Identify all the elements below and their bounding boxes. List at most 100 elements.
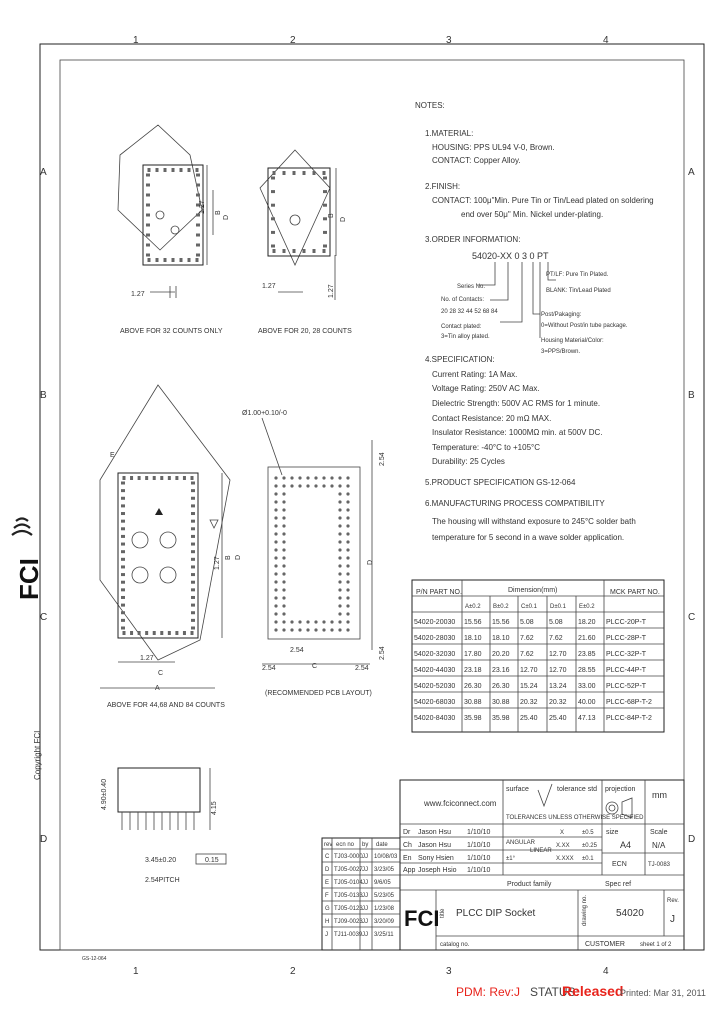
pcb-hole xyxy=(274,492,278,496)
pcb-hole xyxy=(346,532,350,536)
table-cell-a: 17.80 xyxy=(464,651,482,658)
title-title-val: PLCC DIP Socket xyxy=(456,908,536,919)
pcb-hole xyxy=(282,580,286,584)
pcb-hole xyxy=(346,564,350,568)
v3-dim-d: D xyxy=(235,555,242,560)
pcb-hole xyxy=(346,580,350,584)
pcb-hole xyxy=(346,484,350,488)
footer-pdm: PDM: Rev:J xyxy=(456,985,520,999)
pin xyxy=(137,476,141,480)
pcb-hole xyxy=(322,628,326,632)
pin xyxy=(121,512,125,516)
pin xyxy=(282,249,286,253)
pcb-dim-254-mid: 2.54 xyxy=(290,647,304,654)
table-cell-pn: 54020-84030 xyxy=(414,715,455,722)
footer-status-val: Released xyxy=(562,983,623,999)
side-view: 4.90±0.40 4.15 3.45±0.20 0.15 2.54PITCH xyxy=(101,767,227,884)
v2-dim-127: 1.27 xyxy=(328,284,335,298)
v1-dim-b: B xyxy=(215,210,222,215)
rev-cell-ecn: TJ09-0023 xyxy=(334,919,363,925)
table-cell-e: 18.20 xyxy=(578,619,596,626)
pcb-hole xyxy=(274,612,278,616)
pcb-hole xyxy=(306,628,310,632)
table-cell-c: 15.24 xyxy=(520,683,538,690)
pin xyxy=(191,512,195,516)
rev-cell-rev: F xyxy=(325,893,329,899)
title-scale-val: N/A xyxy=(652,841,666,850)
socket-view-32: 1.27 B D 1.27 ABOVE FOR 32 COUNTS ONLY xyxy=(117,124,230,335)
rev-cell-rev: D xyxy=(325,867,330,873)
pin xyxy=(121,527,125,531)
title-ch: Ch xyxy=(403,842,412,849)
pcb-hole xyxy=(346,612,350,616)
pcb-hole xyxy=(282,492,286,496)
title-tv2: ±0.25 xyxy=(582,843,598,849)
notes-finish-line1: CONTACT: 100μ"Min. Pure Tin or Tin/Lead … xyxy=(432,196,654,205)
pin xyxy=(147,168,151,172)
pcb-hole xyxy=(346,604,350,608)
pcb-hole xyxy=(306,484,310,488)
pcb-hole xyxy=(314,476,318,480)
pin xyxy=(302,249,306,253)
side-dim-415: 4.15 xyxy=(211,801,218,815)
pcb-hole xyxy=(282,572,286,576)
table-cell-e: 21.60 xyxy=(578,635,596,642)
rev-cell-ecn: TJ05-0123 xyxy=(334,906,363,912)
pcb-hole xyxy=(338,604,342,608)
pin xyxy=(146,243,150,247)
pin xyxy=(130,476,134,480)
rev-cell-by: JJ xyxy=(362,919,368,925)
pin xyxy=(187,168,191,172)
pin xyxy=(146,213,150,217)
pcb-hole xyxy=(346,540,350,544)
table-cell-pn: 54020-20030 xyxy=(414,619,455,626)
grid-col-labels-bottom: 1 2 3 4 xyxy=(133,966,609,977)
pcb-hole xyxy=(282,548,286,552)
table-cell-c: 7.62 xyxy=(520,635,534,642)
pcb-hole xyxy=(274,604,278,608)
rev-head-rev: rev xyxy=(324,842,332,848)
pin xyxy=(146,203,150,207)
pcb-caption: (RECOMMENDED PCB LAYOUT) xyxy=(265,690,372,697)
table-cell-pn: 54020-68030 xyxy=(414,699,455,706)
pin xyxy=(121,496,125,500)
pcb-hole xyxy=(338,588,342,592)
rev-cell-by: JJ xyxy=(362,893,368,899)
table-cell-e: 40.00 xyxy=(578,699,596,706)
pcb-hole xyxy=(330,484,334,488)
table-cell-mck: PLCC-84P-T-2 xyxy=(606,715,652,722)
title-app: App xyxy=(403,867,416,874)
spec-line-6: Temperature: -40°C to +105°C xyxy=(432,443,540,452)
table-cell-d: 12.70 xyxy=(549,667,567,674)
pin xyxy=(145,476,149,480)
fci-logo-vertical: FCI xyxy=(11,517,44,600)
side-dim-345: 3.45±0.20 xyxy=(145,857,176,864)
socket-32-body xyxy=(142,164,204,266)
pcb-hole xyxy=(282,484,286,488)
rev-cell-rev: J xyxy=(325,932,328,938)
table-cell-c: 5.08 xyxy=(520,619,534,626)
rev-cell-rev: G xyxy=(325,906,330,912)
pin xyxy=(191,618,195,622)
order-contact-plated: Contact plated: xyxy=(441,324,482,330)
pcb-hole xyxy=(338,516,342,520)
pin xyxy=(182,476,186,480)
pcb-hole xyxy=(282,612,286,616)
v3-dim-b: B xyxy=(225,555,232,560)
pcb-hole xyxy=(346,588,350,592)
order-pt: PT/LF: Pure Tin Plated. xyxy=(546,272,609,278)
pcb-hole xyxy=(338,540,342,544)
rev-cell-by: JJ xyxy=(362,854,368,860)
title-en-date: 1/10/10 xyxy=(467,855,490,862)
v1-dim-127: 1.27 xyxy=(199,200,206,214)
pin xyxy=(121,489,125,493)
title-surface: surface xyxy=(506,786,529,793)
pin xyxy=(146,233,150,237)
pin xyxy=(195,168,199,172)
pcb-hole xyxy=(274,580,278,584)
v3-dim-127-h: 1.27 xyxy=(140,655,154,662)
pin xyxy=(196,173,200,177)
table-cell-a: 26.30 xyxy=(464,683,482,690)
table-cell-a: 30.88 xyxy=(464,699,482,706)
order-housing: Housing Material/Color: xyxy=(541,338,604,344)
